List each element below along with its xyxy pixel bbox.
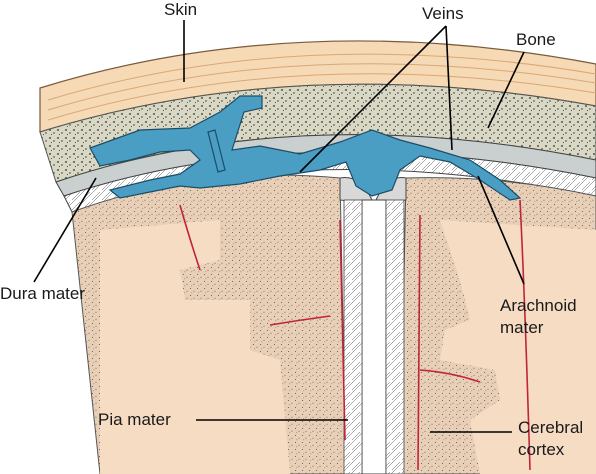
cerebral-cortex-label-line2: cortex [518,440,565,459]
bone-label: Bone [516,30,556,49]
white-matter-left [100,220,290,474]
arachnoid-mater-label-line2: mater [500,318,544,337]
pia-vessels [179,199,531,471]
veins-label: Veins [422,4,464,23]
arachnoid-mater-label-line1: Arachnoid [500,296,577,315]
pia-mater-label: Pia mater [98,410,171,429]
white-matter-right [440,220,596,474]
skin-label: Skin [164,0,198,19]
cerebral-cortex-label-line1: Cerebral [518,418,584,437]
veins-network [89,95,522,201]
leader-lines [33,20,525,433]
dura-mater-label: Dura mater [0,284,86,303]
